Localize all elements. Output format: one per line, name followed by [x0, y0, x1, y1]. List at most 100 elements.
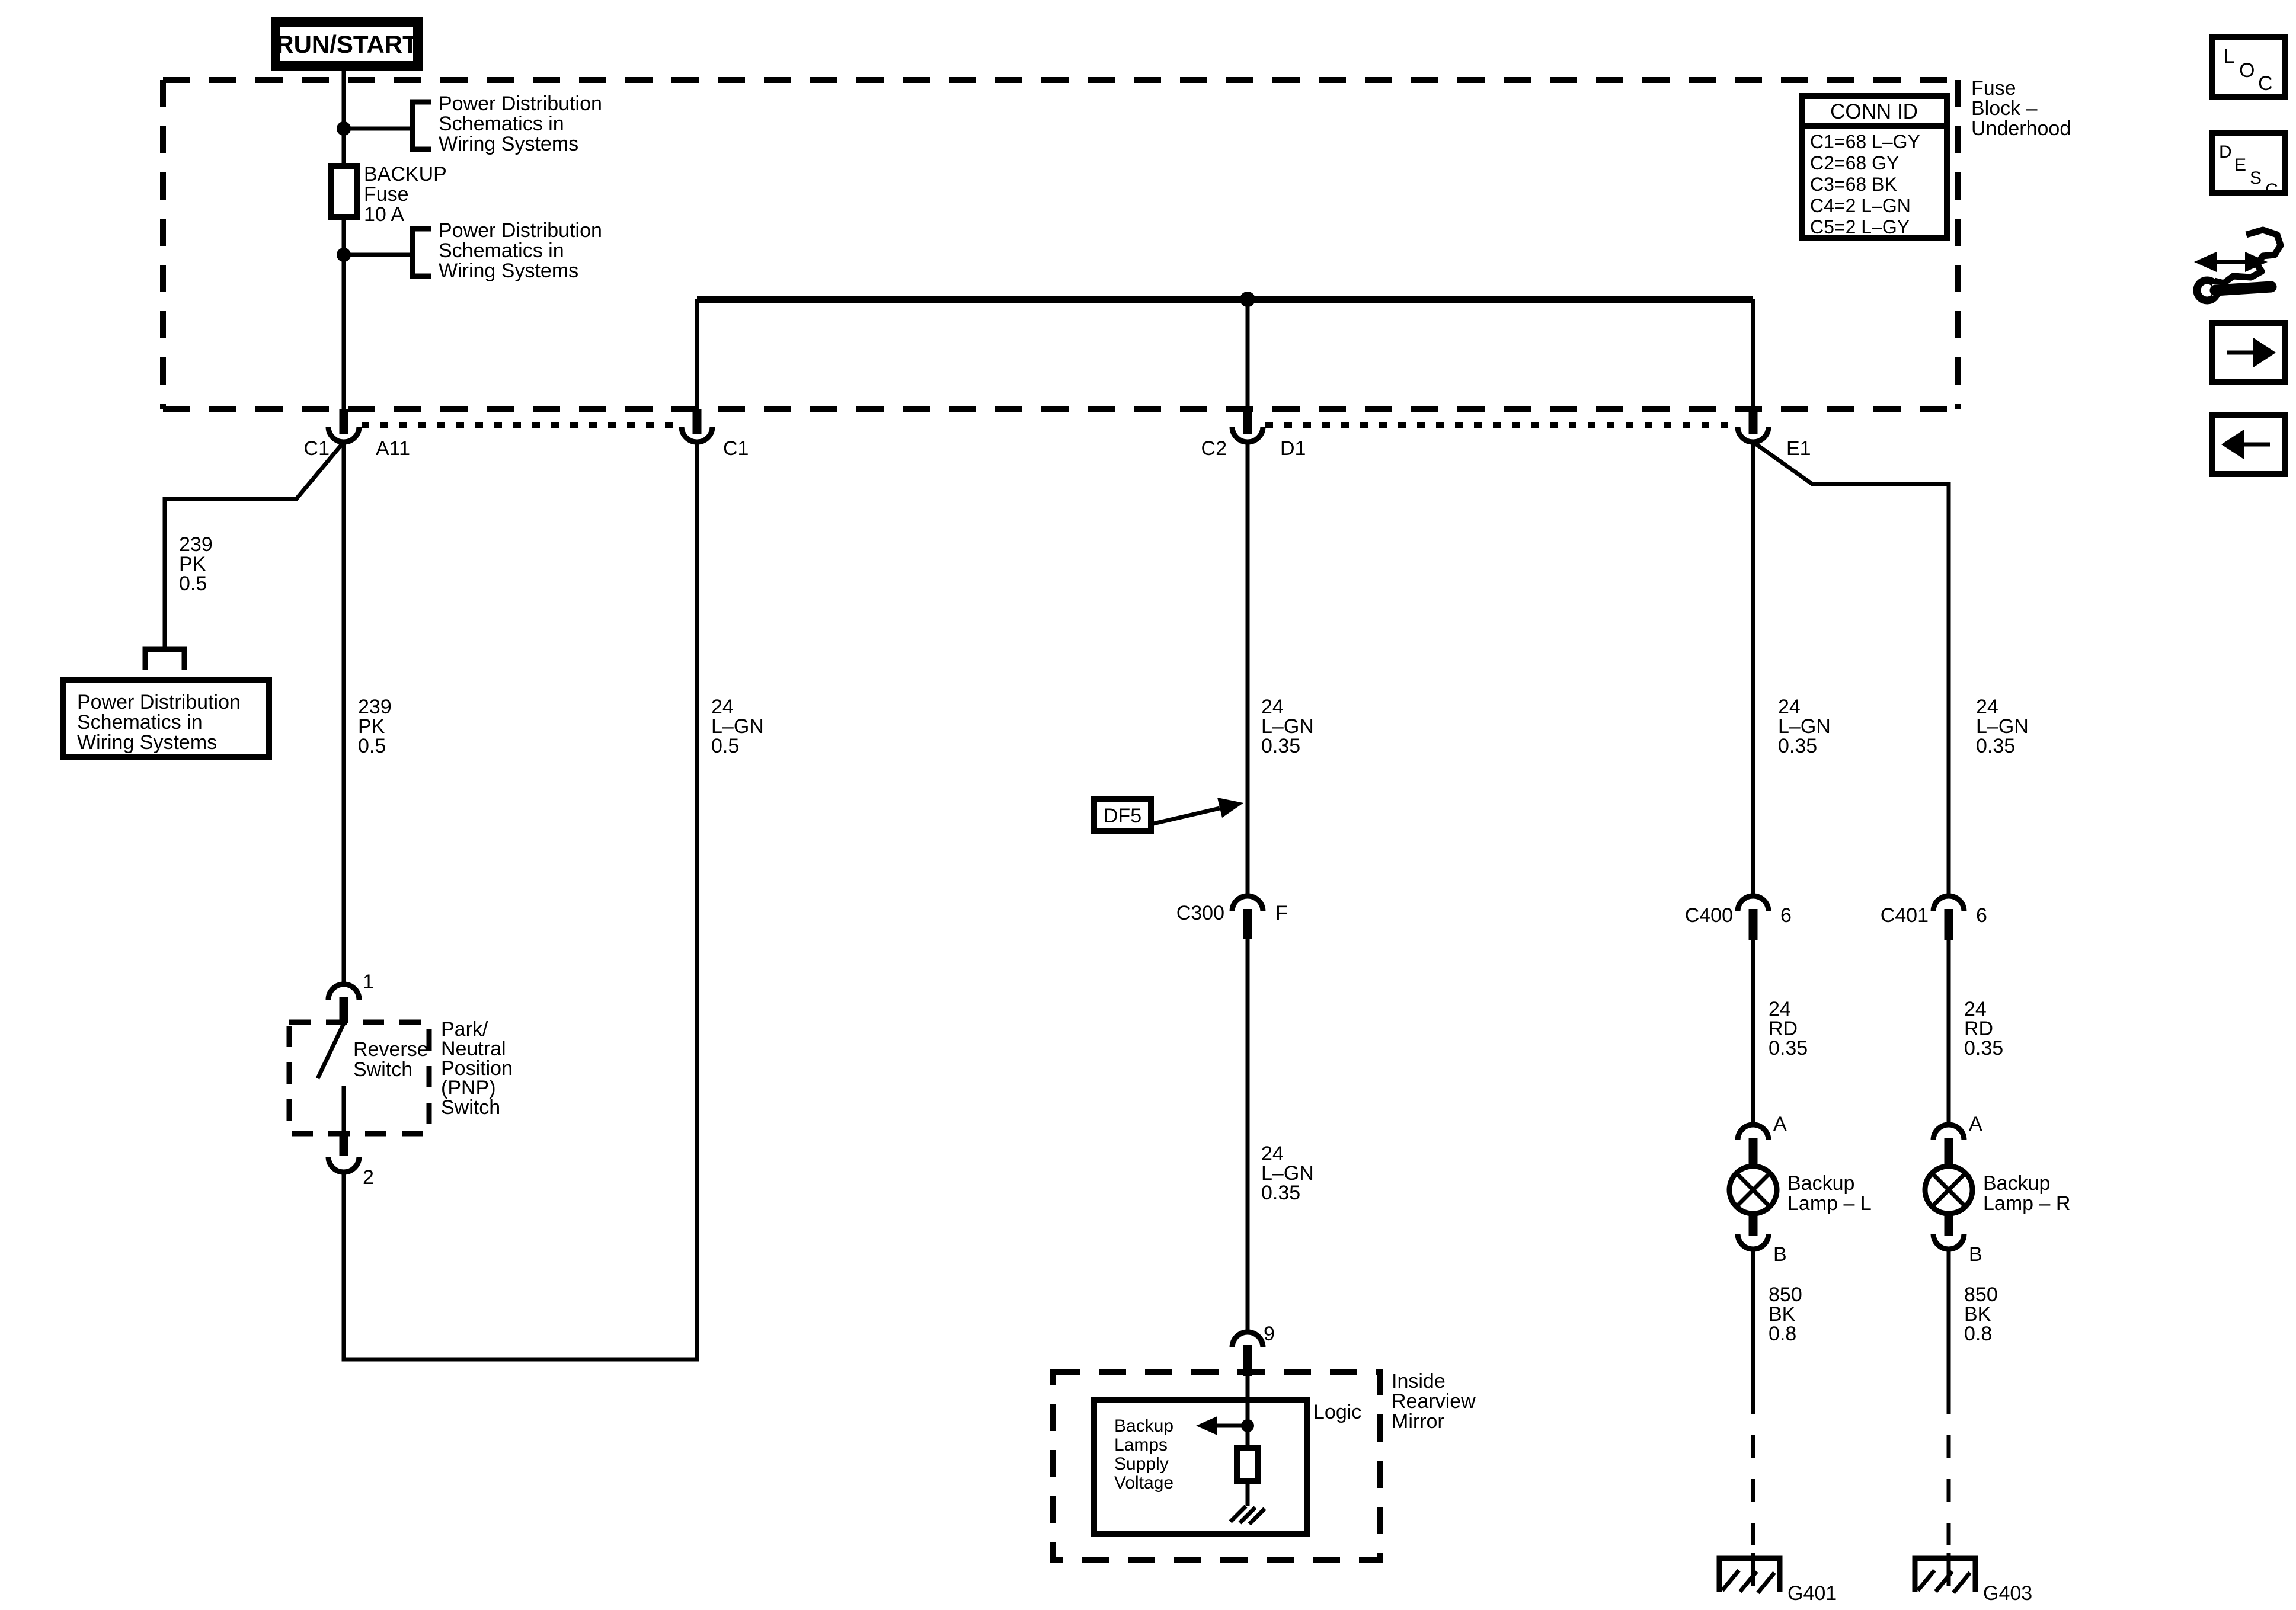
df5-callout: DF5 [1091, 796, 1243, 834]
back-button[interactable] [2209, 412, 2288, 477]
pin-label-6: 6 [1780, 904, 1792, 927]
connector-label-c2: C2 [1201, 437, 1227, 460]
wire-gauge: 0.8 [1769, 1323, 1796, 1345]
pnp-label-line: Switch [441, 1096, 500, 1119]
junction-dot [1240, 292, 1255, 307]
ref-box-line: Schematics in [77, 711, 203, 734]
wire-color: L–GN [1976, 715, 2029, 738]
loc-button-box[interactable] [2209, 34, 2288, 100]
offpage-hat-bracket-icon [142, 646, 187, 670]
service-info-icon[interactable] [2193, 226, 2284, 305]
right-arrow-icon [2253, 338, 2276, 367]
fuse-block-label: Fuse Block – Underhood [1971, 77, 2071, 140]
backup-lamp-right-symbol [1922, 1163, 1975, 1217]
loc-letter: O [2239, 59, 2255, 82]
lamp-left-label-line: Lamp – L [1787, 1192, 1872, 1215]
ignition-source: RUN/START [271, 17, 423, 71]
conn-id-row: C4=2 L–GN [1810, 195, 1911, 216]
connector-cup-icon [1735, 893, 1771, 912]
wire-circuit: 24 [1964, 998, 1987, 1020]
offpage-bracket-icon [410, 226, 431, 279]
next-button[interactable] [2209, 320, 2288, 385]
fuse-block-label-line: Block – [1971, 97, 2038, 120]
fuse-rating: 10 A [364, 203, 404, 226]
ground-bracket-icon [1912, 1555, 1978, 1592]
ground-label-g401: G401 [1787, 1582, 1837, 1605]
ground-hatch [1756, 1571, 1776, 1595]
pin-label-a: A [1969, 1113, 1982, 1135]
ignition-feed-wire [337, 66, 351, 410]
fuse-block-label-line: Underhood [1971, 117, 2071, 140]
wire-gauge: 0.35 [1778, 735, 1817, 757]
logic-box [1091, 1397, 1310, 1537]
connector-cup-icon [1735, 1122, 1771, 1141]
pnp-label-line: Park/ [441, 1018, 488, 1041]
wire-circuit: 24 [711, 696, 734, 718]
wire-gauge: 0.35 [1976, 735, 2015, 757]
ground-g401-symbol [1716, 1553, 1783, 1595]
loc-letter: C [2258, 72, 2273, 95]
conn-id-header: CONN ID [1830, 100, 1918, 123]
wire-color: L–GN [1261, 1162, 1314, 1185]
switch-name-line: Switch [353, 1058, 412, 1081]
ground-hatch [1952, 1571, 1972, 1595]
df5-arrow-shaft [1153, 806, 1220, 826]
wire-color: L–GN [711, 715, 764, 738]
power-dist-ref-box [60, 677, 272, 760]
wire-color: RD [1769, 1017, 1798, 1040]
ground-hatch [1738, 1570, 1758, 1593]
desc-letter: E [2234, 155, 2246, 175]
conn-id-row: C3=68 BK [1810, 174, 1897, 195]
offpage-ref-line: Power Distribution [439, 219, 602, 242]
pin-label-a: A [1773, 1113, 1787, 1135]
ref-box-line: Power Distribution [77, 691, 241, 713]
wire-gauge: 0.8 [1964, 1323, 1992, 1345]
fuse-block-label-line: Fuse [1971, 77, 2016, 100]
offpage-ref-line: Schematics in [439, 239, 564, 262]
backup-lamp-left-circuit: C400 6 24 RD 0.35 A Backup Lamp – L B 85… [1685, 893, 1872, 1605]
desc-button-box[interactable] [2209, 130, 2288, 196]
inside-rearview-mirror: Inside Rearview Mirror Logic Backup Lamp… [1050, 1369, 1476, 1563]
wire-gauge: 0.5 [711, 735, 739, 757]
ground-bracket-icon [1716, 1555, 1783, 1592]
wire-gauge: 0.5 [179, 572, 207, 595]
wire-gauge: 0.5 [358, 735, 386, 757]
ground-hatch [1934, 1570, 1954, 1593]
desc-button[interactable]: D E S C [2209, 130, 2288, 200]
lamp-right-label-line: Lamp – R [1983, 1192, 2070, 1215]
connector-label-c300: C300 [1176, 902, 1224, 924]
wire-color: RD [1964, 1017, 1993, 1040]
loc-button[interactable]: L O C [2209, 34, 2288, 100]
pin-label-f: F [1275, 902, 1288, 924]
conn-id-row: C1=68 L–GY [1810, 131, 1920, 152]
logic-ground-icon [1229, 1505, 1267, 1526]
wire-gauge: 0.35 [1261, 735, 1300, 757]
pin-label-b: B [1969, 1243, 1982, 1266]
wire-right-lamp-feed [1751, 440, 1951, 896]
backup-lamp-right-circuit: C401 6 24 RD 0.35 A Backup Lamp – R B 85… [1881, 893, 2070, 1605]
left-arrow-icon [2221, 430, 2244, 459]
conn-id-row: C5=2 L–GY [1810, 216, 1910, 238]
ignition-source-label: RUN/START [276, 30, 418, 58]
junction-dot [1241, 1419, 1254, 1432]
power-dist-ref-top: Power Distribution Schematics in Wiring … [344, 92, 602, 155]
df5-arrow-head-icon [1217, 798, 1243, 818]
column-mirror-feed: 24 L–GN 0.35 DF5 C300 F 24 L–GN 0.35 9 [1091, 442, 1314, 1376]
signal-label-line: Lamps [1114, 1435, 1168, 1455]
fuse-type: Fuse [364, 183, 409, 206]
signal-arrow-head-icon [1196, 1416, 1217, 1435]
df5-label: DF5 [1104, 805, 1141, 827]
column-reverse-switch: 239 PK 0.5 1 Reverse Switch Park/ Neutra… [286, 442, 764, 1362]
wire-gauge: 0.35 [1964, 1037, 2003, 1060]
lamp-x-icon [1930, 1172, 1967, 1208]
signal-label-line: Backup [1114, 1416, 1173, 1436]
pnp-label-line: (PNP) [441, 1077, 496, 1099]
ground-hatch [1238, 1506, 1257, 1525]
wire-color: BK [1769, 1303, 1796, 1326]
connector-label-c1: C1 [304, 437, 330, 460]
offpage-ref-line: Wiring Systems [439, 133, 578, 155]
fuse-block-bus [695, 292, 1755, 410]
mirror-title-line: Mirror [1392, 1410, 1444, 1433]
wire-circuit: 24 [1261, 696, 1284, 718]
